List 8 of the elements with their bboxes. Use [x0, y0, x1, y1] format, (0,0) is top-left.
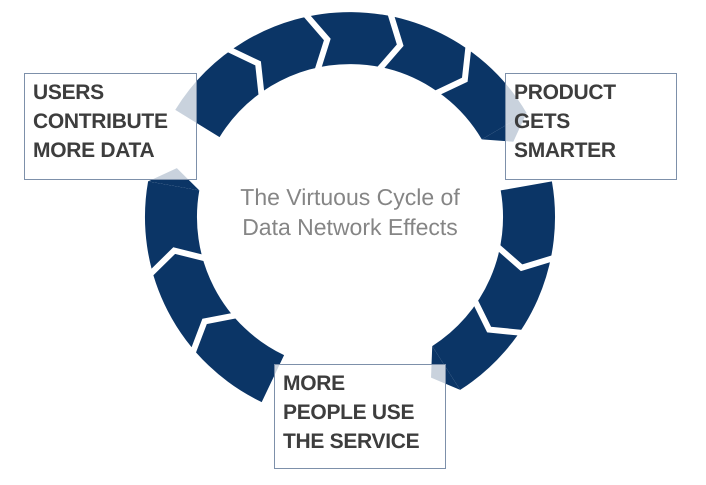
diagram-title: The Virtuous Cycle of Data Network Effects [239, 183, 461, 242]
stage-box [505, 73, 677, 180]
stage-box [274, 364, 446, 469]
stage-box [24, 73, 197, 180]
cycle-arrow [430, 182, 555, 390]
stage-label: USERS CONTRIBUTE MORE DATA [33, 80, 169, 164]
stage-label: MORE PEOPLE USE THE SERVICE [283, 371, 420, 455]
stage-label: PRODUCT GETS SMARTER [514, 80, 617, 164]
